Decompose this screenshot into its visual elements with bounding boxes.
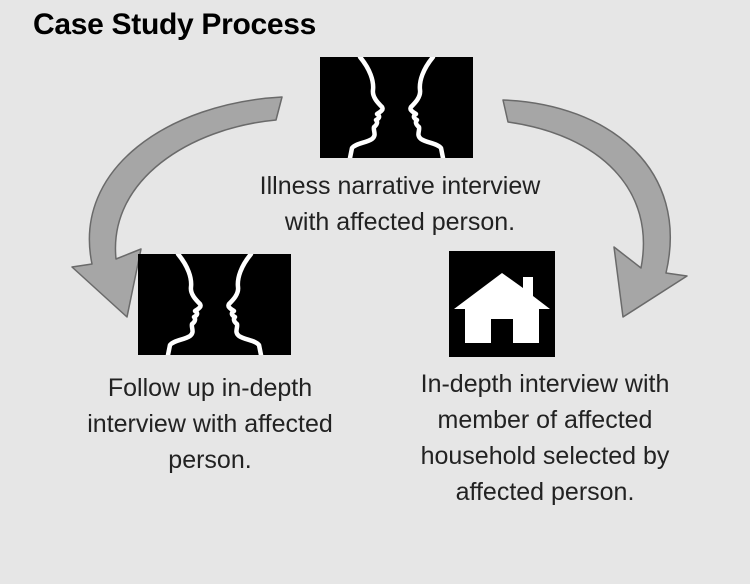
facing-profiles-icon (138, 254, 291, 355)
facing-profiles-icon (320, 57, 473, 158)
household-label: In-depth interview with member of affect… (420, 370, 670, 506)
right-curved-arrow (502, 99, 688, 318)
illness-narrative-label: Illness narrative interview with affecte… (259, 172, 541, 236)
left-curved-arrow (71, 96, 283, 318)
follow-up-label: Follow up in-depth interview with affect… (87, 374, 333, 474)
house-icon (449, 251, 555, 357)
diagram-title: Case Study Process (33, 8, 317, 41)
